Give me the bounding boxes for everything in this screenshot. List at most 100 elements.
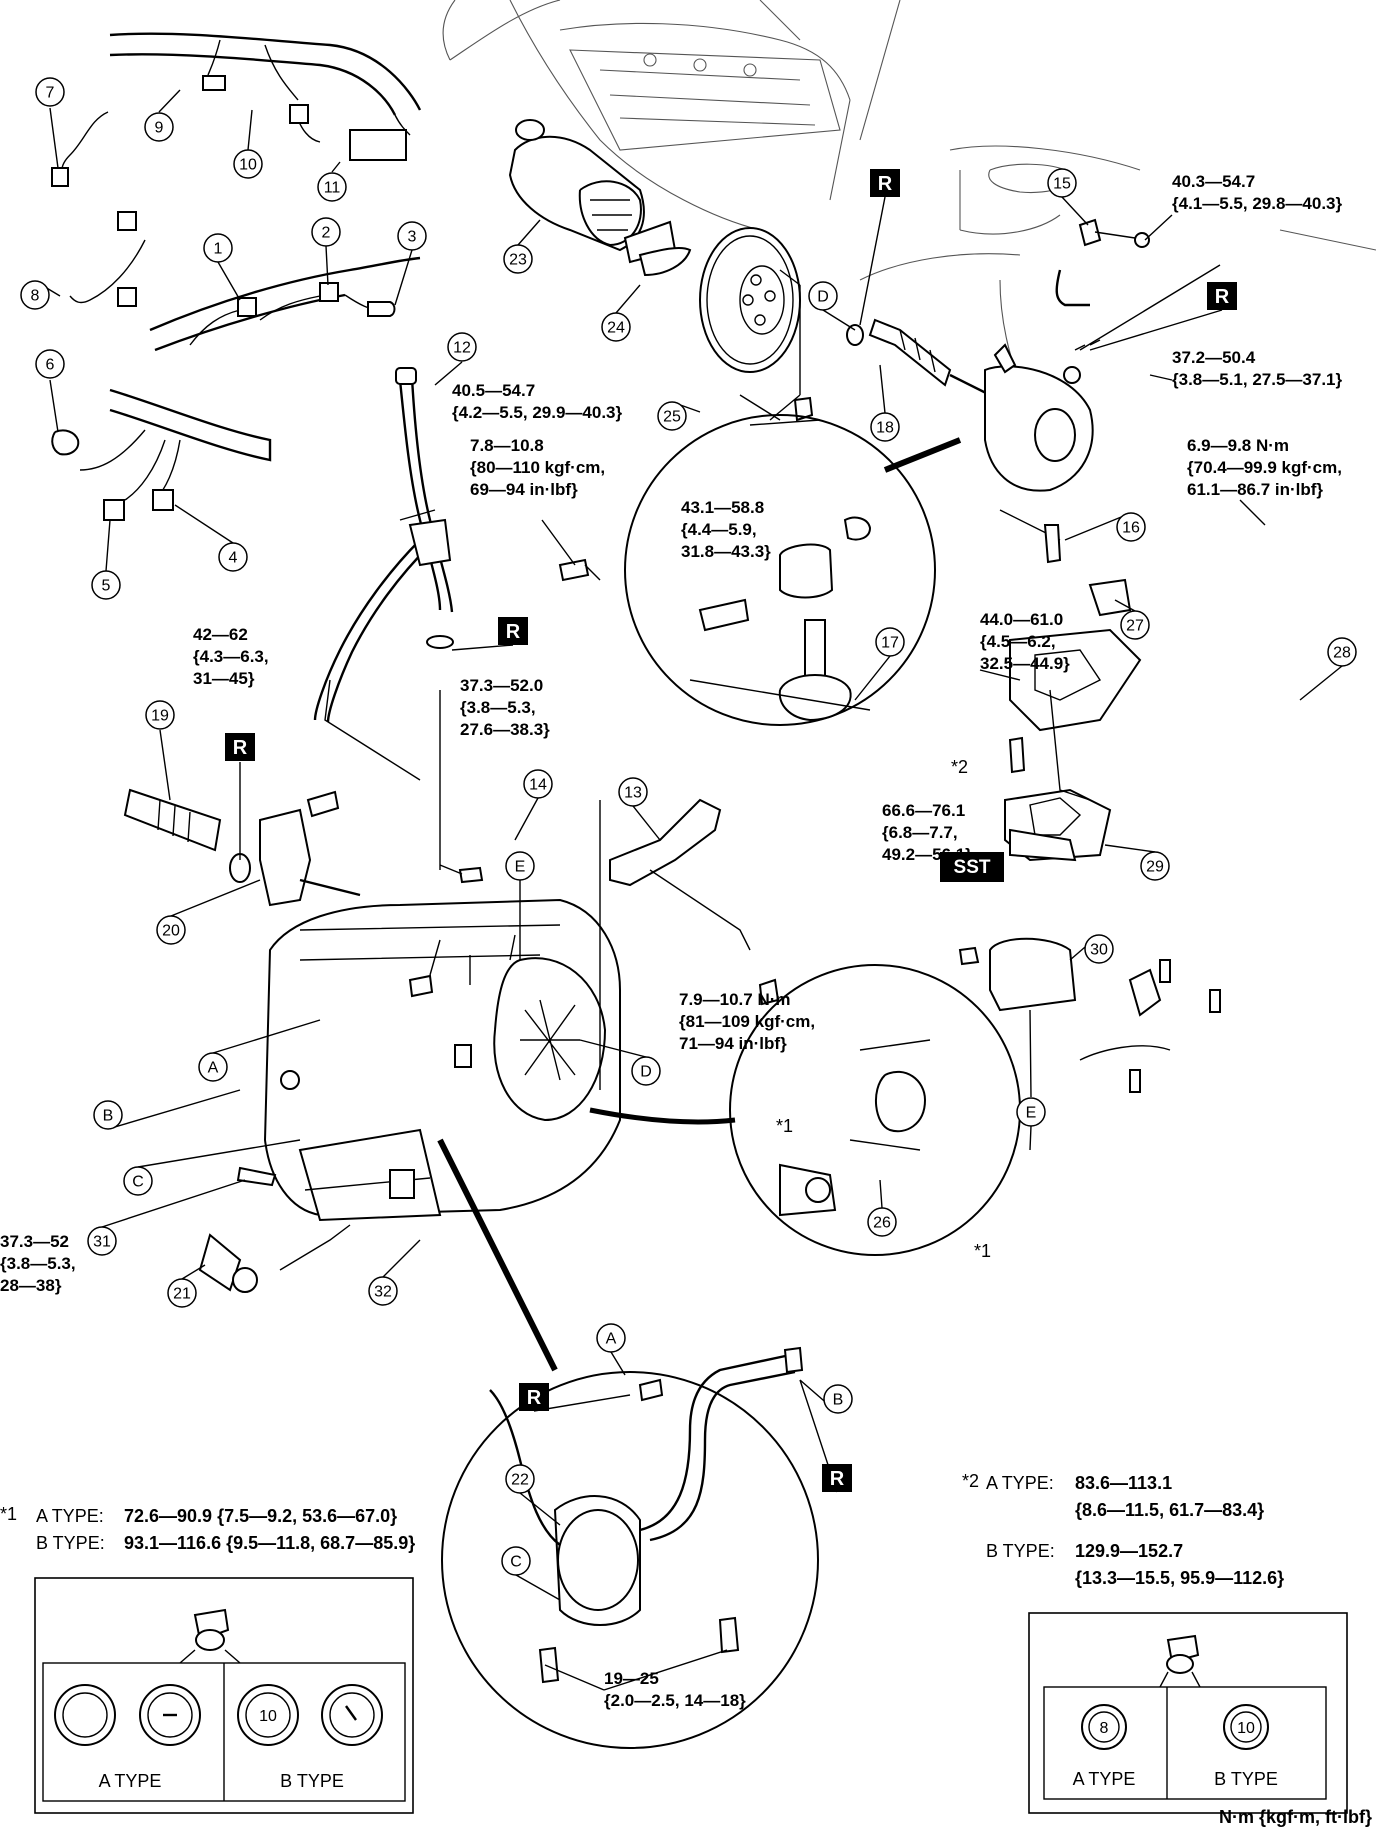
callout-number: 9 bbox=[155, 120, 164, 137]
callout-number: 13 bbox=[624, 785, 642, 802]
torque-line: {81—109 kgf·cm, bbox=[679, 1012, 815, 1031]
letter-callout-A: A bbox=[198, 1052, 228, 1082]
callout-number: 21 bbox=[173, 1286, 191, 1303]
replace-mark-label: R bbox=[506, 621, 521, 643]
callout-21: 21 bbox=[167, 1278, 197, 1308]
letter-callout-D: D bbox=[808, 281, 838, 311]
torque-layer: 40.3—54.7{4.1—5.5, 29.8—40.3}37.2—50.4{3… bbox=[0, 172, 1343, 1710]
head-b-10-text: 10 bbox=[259, 1708, 277, 1725]
spec1-a-value: 72.6—90.9 {7.5—9.2, 53.6—67.0} bbox=[124, 1506, 397, 1526]
callout-10: 10 bbox=[233, 149, 263, 179]
callout-number: 3 bbox=[408, 229, 417, 246]
callout-number: 8 bbox=[31, 288, 40, 305]
torque-line: 42—62 bbox=[193, 625, 248, 644]
torque-spec: 42—62{4.3—6.3,31—45} bbox=[193, 625, 269, 688]
torque-line: 66.6—76.1 bbox=[882, 801, 965, 820]
callout-number: 27 bbox=[1126, 618, 1144, 635]
callout-number: 22 bbox=[511, 1472, 529, 1489]
spec1-box-a: A TYPE bbox=[99, 1771, 162, 1791]
letter-text: B bbox=[103, 1108, 114, 1125]
torque-line: 43.1—58.8 bbox=[681, 498, 764, 517]
callout-23: 23 bbox=[503, 244, 533, 274]
letter-callout-D: D bbox=[631, 1056, 661, 1086]
spec2-a-label: A TYPE: bbox=[986, 1473, 1054, 1493]
starter-motor bbox=[508, 119, 692, 277]
letter-text: D bbox=[817, 289, 829, 306]
letter-callout-C: C bbox=[123, 1166, 153, 1196]
spec2-box-a: A TYPE bbox=[1073, 1769, 1136, 1789]
callout-number: 19 bbox=[151, 708, 169, 725]
replace-mark: R bbox=[822, 1464, 852, 1492]
replace-mark-label: R bbox=[233, 737, 248, 759]
callout-30: 30 bbox=[1084, 934, 1114, 964]
callout-25: 25 bbox=[657, 401, 687, 431]
engine-block-outline bbox=[859, 145, 1376, 381]
spec1-box-b: B TYPE bbox=[280, 1771, 344, 1791]
head-10-icon: 10 bbox=[1223, 1704, 1269, 1750]
torque-line: {4.2—5.5, 29.9—40.3} bbox=[452, 403, 623, 422]
torque-line: {3.8—5.3, bbox=[0, 1254, 76, 1273]
callout-29: 29 bbox=[1140, 851, 1170, 881]
spec1-mark: *1 bbox=[0, 1504, 17, 1524]
wire-harness bbox=[51, 32, 422, 521]
transaxle-mount bbox=[989, 578, 1221, 1093]
callout-number: 20 bbox=[162, 923, 180, 940]
spec1-a-label: A TYPE: bbox=[36, 1506, 104, 1526]
torque-spec: 19—25 {2.0—2.5, 14—18} bbox=[604, 1669, 746, 1710]
torque-line: {6.8—7.7, bbox=[882, 823, 958, 842]
callout-13: 13 bbox=[618, 777, 648, 807]
callout-18: 18 bbox=[870, 412, 900, 442]
torque-line: 69—94 in·lbf} bbox=[470, 480, 578, 499]
asterisk-mark: *1 bbox=[974, 1241, 991, 1261]
asterisk-layer: *2*1*1 bbox=[776, 757, 991, 1261]
torque-line: 27.6—38.3} bbox=[460, 720, 550, 739]
callout-number: 24 bbox=[607, 320, 625, 337]
torque-spec: 7.8—10.8 {80—110 kgf·cm, 69—94 in·lbf} bbox=[470, 436, 605, 499]
callout-8: 8 bbox=[20, 280, 50, 310]
callout-9: 9 bbox=[144, 112, 174, 142]
leader-lines bbox=[34, 89, 1343, 1691]
callout-number: 7 bbox=[46, 85, 55, 102]
torque-line: 44.0—61.0 bbox=[980, 610, 1063, 629]
spec2-a-value-1: 83.6—113.1 bbox=[1075, 1473, 1172, 1493]
mount-detail bbox=[589, 964, 1021, 1256]
callout-number: 15 bbox=[1053, 176, 1071, 193]
flywheel bbox=[699, 227, 821, 426]
spec2-b-value-2: {13.3—15.5, 95.9—112.6} bbox=[1075, 1568, 1284, 1588]
torque-line: 19—25 bbox=[604, 1669, 659, 1688]
callout-number: 32 bbox=[374, 1284, 392, 1301]
callout-11: 11 bbox=[317, 172, 347, 202]
callout-number: 4 bbox=[229, 550, 238, 567]
spec-block-2: *2 A TYPE: 83.6—113.1 {8.6—11.5, 61.7—83… bbox=[962, 1471, 1348, 1814]
sst-mark: SST bbox=[940, 852, 1004, 882]
callout-7: 7 bbox=[35, 77, 65, 107]
oil-cooler-detail bbox=[437, 1138, 819, 1749]
torque-line: 31.8—43.3} bbox=[681, 542, 771, 561]
callout-2: 2 bbox=[311, 217, 341, 247]
replace-mark: R bbox=[519, 1383, 549, 1411]
torque-line: 7.8—10.8 bbox=[470, 436, 544, 455]
callout-1: 1 bbox=[203, 233, 233, 263]
callout-number: 14 bbox=[529, 777, 547, 794]
torque-line: {2.0—2.5, 14—18} bbox=[604, 1691, 746, 1710]
head-b-dial-icon bbox=[321, 1684, 383, 1746]
callout-14: 14 bbox=[523, 769, 553, 799]
callout-number: 12 bbox=[453, 340, 471, 357]
letter-text: C bbox=[510, 1554, 522, 1571]
torque-line: 32.5—44.9} bbox=[980, 654, 1070, 673]
torque-line: 31—45} bbox=[193, 669, 255, 688]
head-8-icon: 8 bbox=[1081, 1704, 1127, 1750]
torque-line: {3.8—5.3, bbox=[460, 698, 536, 717]
torque-line: {4.4—5.9, bbox=[681, 520, 757, 539]
callout-number: 31 bbox=[93, 1234, 111, 1251]
torque-spec: 7.9—10.7 N·m{81—109 kgf·cm,71—94 in·lbf} bbox=[679, 990, 815, 1053]
callout-number: 25 bbox=[663, 409, 681, 426]
callout-3: 3 bbox=[397, 221, 427, 251]
callout-16: 16 bbox=[1116, 512, 1146, 542]
callout-22: 22 bbox=[505, 1464, 535, 1494]
replace-mark-label: R bbox=[1215, 286, 1230, 308]
torque-line: 37.3—52.0 bbox=[460, 676, 543, 695]
callout-number: 5 bbox=[102, 578, 111, 595]
